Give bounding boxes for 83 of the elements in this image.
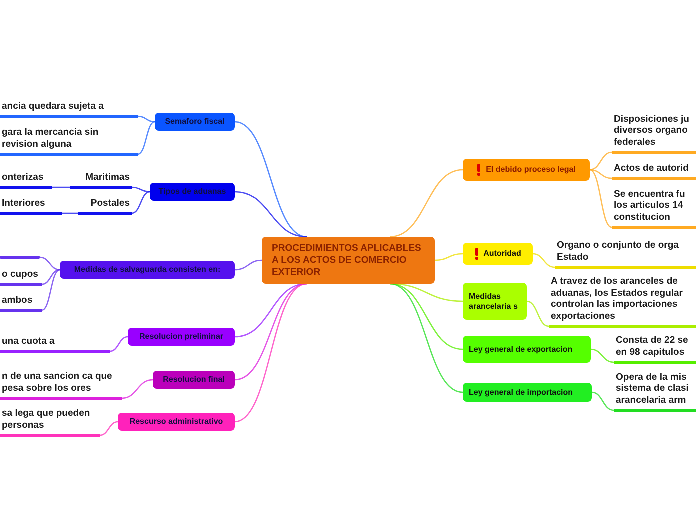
connector-line bbox=[532, 253, 556, 268]
topic-box bbox=[463, 243, 533, 265]
subtopic-text bbox=[614, 374, 696, 412]
connector-line bbox=[234, 191, 308, 238]
connector-line bbox=[52, 186, 70, 188]
node-text: Opera de la mis sistema de clasi arancelaria arm bbox=[616, 372, 690, 406]
node-text: Se encuentra fu los articulos 14 constitucion bbox=[614, 188, 686, 223]
subtopic-text bbox=[0, 293, 42, 312]
connector-line bbox=[390, 169, 464, 238]
connector-line bbox=[590, 348, 614, 364]
topic-box bbox=[463, 283, 527, 320]
connector-line bbox=[132, 191, 150, 214]
node-text: Disposiciones ju diversos organo federales bbox=[614, 114, 690, 148]
subtopic-text bbox=[555, 238, 696, 269]
connector-line bbox=[434, 253, 464, 262]
connector-line bbox=[390, 283, 464, 394]
connector-line bbox=[590, 169, 612, 180]
connector-line bbox=[40, 256, 60, 271]
node-text: Organo o conjunto de orga Estado bbox=[557, 240, 680, 263]
node-text: Medidas arancelaria s bbox=[469, 292, 519, 312]
connector-line bbox=[234, 121, 308, 238]
connector-line bbox=[592, 392, 614, 412]
subtopic-text bbox=[612, 163, 696, 180]
subtopic-text bbox=[614, 334, 696, 364]
node-text: gara la mercancia sin revision alguna bbox=[2, 127, 100, 150]
connector-line bbox=[110, 336, 128, 352]
subtopic-text bbox=[0, 407, 100, 437]
connector-line bbox=[234, 260, 262, 271]
node-text: n de una sancion ca que pesa sobre los ores bbox=[2, 371, 114, 394]
node-text: ancia quedara sujeta a bbox=[2, 100, 104, 112]
connector-line bbox=[62, 212, 78, 214]
node-text: PROCEDIMIENTOS APLICABLES A LOS ACTOS DE COMERCIO EXTERIOR bbox=[272, 242, 422, 278]
subtopic-text bbox=[70, 172, 132, 189]
connector-line bbox=[590, 152, 612, 171]
node-text: Medidas de salvaguarda consisten en: bbox=[74, 265, 221, 275]
topic-box bbox=[60, 261, 235, 279]
topic-box bbox=[463, 336, 591, 363]
connector-line bbox=[42, 269, 60, 286]
node-text: Tipos de aduanas bbox=[158, 187, 226, 197]
node-text: o cupos bbox=[2, 268, 38, 280]
topic-box bbox=[155, 113, 235, 131]
node-text: Resolucion preliminar bbox=[139, 332, 224, 342]
connector-line bbox=[132, 186, 150, 193]
connector-line bbox=[526, 300, 550, 328]
connector-line bbox=[590, 169, 612, 228]
subtopic-text bbox=[78, 198, 132, 215]
connector-line bbox=[138, 116, 156, 123]
connector-line bbox=[138, 121, 156, 156]
node-text: Ley general de exportacion bbox=[469, 344, 573, 354]
node-text: Rescurso administrativo bbox=[130, 417, 224, 427]
node-text: Maritimas bbox=[86, 172, 130, 183]
node-text: ambos bbox=[2, 294, 33, 306]
topic-box bbox=[463, 159, 590, 181]
node-text: onterizas bbox=[2, 172, 44, 183]
topic-box bbox=[128, 328, 235, 346]
subtopic-text bbox=[0, 125, 138, 156]
node-text: Resolucion final bbox=[163, 375, 225, 385]
node-text: una cuota a bbox=[2, 336, 55, 347]
connector-line bbox=[100, 421, 118, 436]
connector-line bbox=[42, 269, 60, 312]
node-text: Autoridad bbox=[484, 249, 522, 259]
node-text: sa lega que pueden personas bbox=[2, 408, 92, 431]
node-text: A travez de los aranceles de aduanas, los Estados regular controlan las importaciones exportaciones bbox=[551, 276, 684, 322]
subtopic-text bbox=[549, 274, 696, 328]
subtopic-text bbox=[612, 187, 696, 229]
node-text: Postales bbox=[90, 198, 130, 209]
subtopic-text bbox=[0, 198, 62, 215]
node-text: Consta de 22 se en 98 capitulos bbox=[616, 335, 690, 358]
central-topic-box bbox=[262, 237, 435, 284]
node-text: Actos de autorid bbox=[614, 162, 689, 174]
branch-bar bbox=[0, 256, 40, 259]
topic-box bbox=[463, 383, 592, 402]
node-text: El debido proceso legal bbox=[486, 165, 576, 175]
subtopic-text bbox=[612, 112, 696, 154]
node-text: Interiores bbox=[2, 198, 46, 209]
subtopic-text bbox=[0, 172, 52, 189]
topic-box bbox=[118, 413, 235, 431]
connector-line bbox=[122, 379, 154, 400]
topic-box bbox=[153, 371, 235, 389]
connector-line bbox=[234, 283, 308, 423]
topic-box bbox=[150, 183, 235, 201]
node-text: Ley general de importacion bbox=[469, 388, 574, 398]
node-text: Semaforo fiscal bbox=[165, 117, 225, 127]
